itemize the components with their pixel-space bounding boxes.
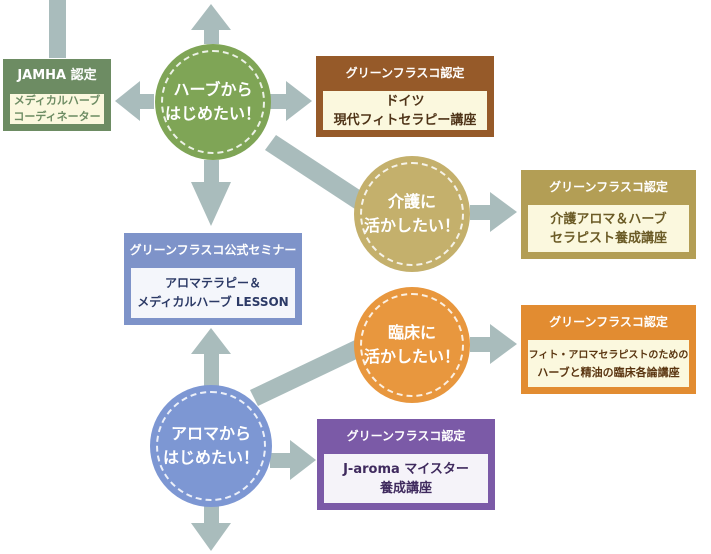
arrow-up-to-seminar: [191, 328, 231, 387]
box-jaroma-body: J-aroma マイスター 養成講座: [324, 454, 488, 503]
circle-start-herb: ハーブから はじめたい！: [155, 44, 271, 160]
circle-clinical-ring: [360, 293, 464, 397]
box-clinical-line2: ハーブと精油の臨床各論講座: [537, 365, 680, 379]
box-care-body: 介護アロマ＆ハーブ セラピスト養成講座: [528, 205, 689, 252]
circle-herb-line2: はじめたい！: [164, 104, 261, 123]
box-seminar-body: アロマテラピー＆ メディカルハーブ LESSON: [131, 268, 295, 318]
arrow-right-to-clinical-box: [470, 324, 517, 364]
circle-clinical-line1: 臨床に: [387, 323, 436, 342]
arrow-right-to-jaroma-box: [270, 440, 316, 480]
box-jamha-header: JAMHA 認定: [17, 68, 97, 83]
box-clinical-body: フィト・アロマセラピストのための ハーブと精油の臨床各論講座: [528, 340, 689, 387]
box-germany-phytotherapy: グリーンフラスコ認定 ドイツ 現代フィトセラピー講座: [316, 56, 494, 137]
circle-herb-text: ハーブから はじめたい！: [165, 78, 261, 126]
box-jamha-body: メディカルハーブ コーディネーター: [10, 94, 104, 124]
arrow-down-to-seminar: [191, 160, 231, 226]
box-germany-line1: ドイツ: [385, 93, 425, 109]
box-jamha-coordinator: JAMHA 認定 メディカルハーブ コーディネーター: [3, 59, 111, 131]
box-germany-header: グリーンフラスコ認定: [345, 66, 465, 80]
circle-use-in-care: 介護に 活かしたい！: [354, 156, 470, 272]
circle-clinical-text: 臨床に 活かしたい！: [364, 321, 460, 369]
circle-clinical-line2: 活かしたい！: [363, 347, 460, 366]
circle-use-in-clinical: 臨床に 活かしたい！: [354, 287, 470, 403]
box-jaroma-header: グリーンフラスコ認定: [346, 429, 466, 443]
arrow-left-to-jamha: [115, 81, 154, 121]
box-germany-line2: 現代フィトセラピー講座: [333, 112, 477, 128]
circle-herb-line1: ハーブから: [173, 80, 253, 99]
box-seminar-line2: メディカルハーブ LESSON: [137, 295, 289, 309]
box-care-line2: セラピスト養成講座: [549, 230, 667, 246]
circle-aroma-line1: アロマから: [170, 424, 251, 443]
box-germany-body: ドイツ 現代フィトセラピー講座: [323, 91, 487, 130]
circle-herb-ring: [161, 50, 265, 154]
arrow-right-to-germany: [268, 81, 312, 121]
box-care-aroma-herb: グリーンフラスコ認定 介護アロマ＆ハーブ セラピスト養成講座: [521, 170, 696, 259]
box-care-header: グリーンフラスコ認定: [549, 180, 668, 194]
box-jaroma-line1: J-aroma マイスター: [343, 461, 469, 477]
box-clinical-line1: フィト・アロマセラピストのための: [528, 349, 689, 361]
circle-aroma-text: アロマから はじめたい！: [163, 422, 259, 470]
top-left-connector: [49, 0, 66, 58]
box-care-line1: 介護アロマ＆ハーブ: [550, 211, 667, 227]
box-seminar-line1: アロマテラピー＆: [164, 276, 261, 290]
arrow-right-to-care-box: [470, 192, 517, 232]
diagonal-aroma-to-clinical: [250, 340, 363, 406]
box-official-seminar: グリーンフラスコ公式セミナー アロマテラピー＆ メディカルハーブ LESSON: [124, 233, 302, 325]
circle-aroma-line2: はじめたい！: [162, 448, 259, 467]
box-jaroma-line2: 養成講座: [379, 480, 432, 496]
box-seminar-header: グリーンフラスコ公式セミナー: [129, 243, 297, 257]
arrow-up-from-herb: [191, 4, 231, 44]
box-clinical-course: グリーンフラスコ認定 フィト・アロマセラピストのための ハーブと精油の臨床各論講…: [521, 305, 696, 394]
box-jamha-line1: メディカルハーブ: [13, 94, 101, 107]
box-clinical-header: グリーンフラスコ認定: [549, 315, 668, 329]
circle-care-ring: [360, 162, 464, 266]
box-jamha-line2: コーディネーター: [13, 110, 101, 123]
circle-aroma-ring: [156, 391, 266, 501]
circle-care-line2: 活かしたい！: [363, 216, 460, 235]
diagonal-herb-to-care: [265, 135, 372, 213]
circle-care-text: 介護に 活かしたい！: [364, 190, 460, 238]
circle-care-line1: 介護に: [387, 192, 436, 211]
circle-start-aroma: アロマから はじめたい！: [150, 385, 272, 507]
box-jaroma-meister: グリーンフラスコ認定 J-aroma マイスター 養成講座: [317, 419, 495, 510]
